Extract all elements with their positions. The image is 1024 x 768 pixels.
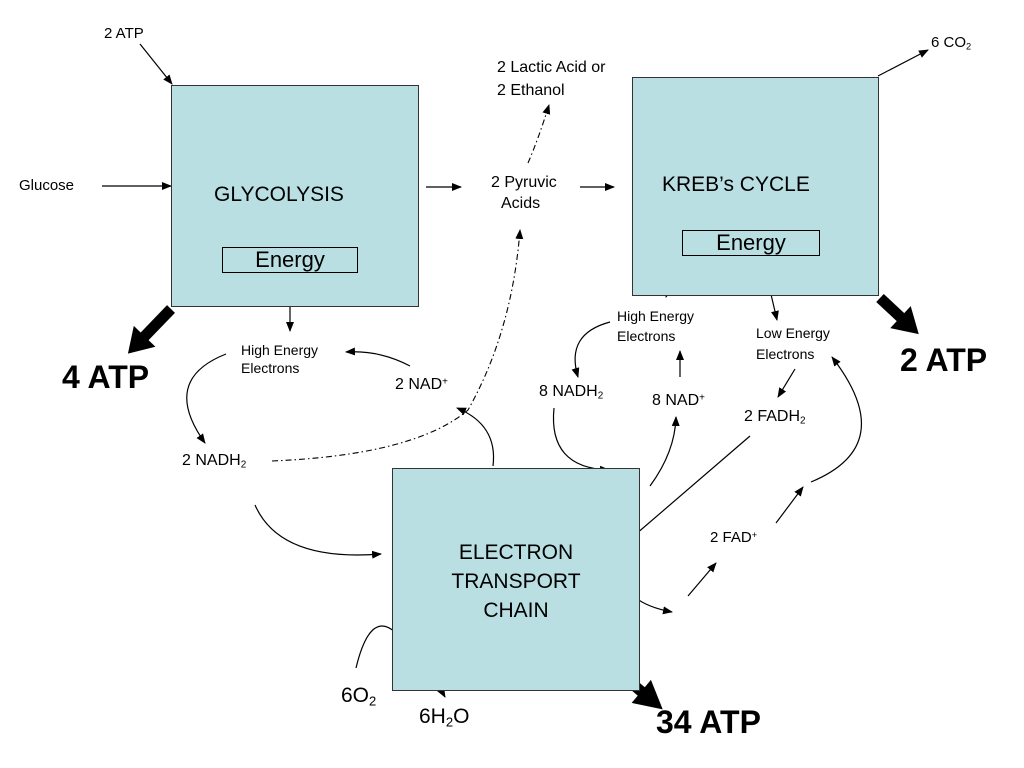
etc-title-line1: ELECTRON <box>458 541 574 564</box>
o2-sub: 2 <box>369 693 377 709</box>
h2o-label: 6H2O <box>419 705 469 729</box>
etc-title-line3: CHAIN <box>483 599 549 622</box>
glycolysis-energy-label: Energy <box>255 247 325 272</box>
kreb-title: KREB’s CYCLE <box>662 173 810 196</box>
co2-label: 6 CO2 <box>931 34 971 51</box>
glycolysis-atp-output: 4 ATP <box>62 359 150 395</box>
arrow-fad-up <box>775 486 804 524</box>
kreb-le-line2: Electrons <box>756 346 815 362</box>
arrow-low-to-fadh <box>777 368 796 398</box>
dashdot-pyruvic-to-lactic <box>527 104 551 164</box>
pyruvic-line2: Acids <box>501 195 541 212</box>
kreb-nad-text: 8 NAD <box>652 392 700 409</box>
arrow-electrons-to-nadh <box>186 353 227 444</box>
glucose-label: Glucose <box>19 177 75 194</box>
kreb-energy-label: Energy <box>716 230 786 255</box>
etc-title: ELECTRON TRANSPORT CHAIN <box>392 538 640 625</box>
arrow-atp-in <box>139 43 173 85</box>
arrow-nadh8-to-etc <box>552 407 610 474</box>
glycolysis-nad-label: 2 NAD+ <box>395 376 448 394</box>
kreb-le-line1: Low Energy <box>756 325 830 341</box>
glycolysis-nadh2-sub: 2 <box>240 459 247 471</box>
arrow-back-to-low <box>810 356 863 483</box>
kreb-he-line2: Electrons <box>617 328 676 344</box>
arrow-nad-to-electrons <box>345 347 411 367</box>
glycolysis-he-line2: Electrons <box>241 360 300 376</box>
co2-sub: 2 <box>966 41 972 52</box>
glycolysis-he-line1: High Energy <box>241 342 319 358</box>
glycolysis-nadh2-label: 2 NADH2 <box>182 452 246 470</box>
kreb-nadh2-label: 8 NADH2 <box>539 383 603 401</box>
kreb-fad-sup: + <box>751 529 758 540</box>
kreb-he-line1: High Energy <box>617 308 695 324</box>
pyruvic-line1: 2 Pyruvic <box>491 174 557 191</box>
lactic-line1: 2 Lactic Acid or <box>497 59 606 76</box>
thick-arrow-kreb-big <box>876 293 919 335</box>
arrow-co2 <box>877 49 929 77</box>
lactic-line2: 2 Ethanol <box>497 82 565 99</box>
kreb-fad-label: 2 FAD+ <box>710 529 757 546</box>
arrow-etc-to-nad8 <box>649 416 680 487</box>
glycolysis-nad-text: 2 NAD <box>395 376 443 393</box>
kreb-high-energy-electrons: High Energy Electrons <box>617 306 694 346</box>
kreb-fadh2-label: 2 FADH2 <box>744 408 806 426</box>
h2o-text2: O <box>453 705 470 728</box>
glycolysis-nadh2-text: 2 NADH <box>182 452 241 469</box>
glycolysis-title: GLYCOLYSIS <box>214 183 344 206</box>
kreb-energy-box: Energy <box>682 230 820 256</box>
h2o-sub: 2 <box>445 714 454 730</box>
arrow-nadh-to-etc <box>254 504 382 559</box>
arrow-to-fad <box>687 562 717 597</box>
o2-text: 6O <box>341 684 370 707</box>
glycolysis-energy-box: Energy <box>222 247 358 273</box>
h2o-text1: 6H <box>419 705 446 728</box>
arrow-fadh-to-etc <box>620 435 751 548</box>
kreb-nad-label: 8 NAD+ <box>652 392 705 410</box>
atp-input-label: 2 ATP <box>104 25 144 42</box>
etc-atp-output: 34 ATP <box>656 704 761 740</box>
co2-text: 6 CO <box>931 34 967 51</box>
dashdot-nadh-to-pyruvic <box>271 229 524 462</box>
kreb-fad-text: 2 FAD <box>710 529 752 546</box>
pyruvic-acids-label: 2 Pyruvic Acids <box>491 172 557 214</box>
arrow-etc-to-nad <box>456 407 495 467</box>
kreb-atp-output: 2 ATP <box>900 342 988 378</box>
etc-title-line2: TRANSPORT <box>451 570 581 593</box>
kreb-low-energy-electrons: Low Energy Electrons <box>756 323 830 365</box>
kreb-fadh2-sub: 2 <box>800 415 806 427</box>
glycolysis-nad-sup: + <box>442 376 448 388</box>
kreb-nadh2-sub: 2 <box>597 390 604 402</box>
kreb-nadh2-text: 8 NADH <box>539 383 598 400</box>
kreb-fadh2-text: 2 FADH <box>744 408 801 425</box>
o2-label: 6O2 <box>341 684 376 708</box>
lactic-acid-label: 2 Lactic Acid or 2 Ethanol <box>497 56 606 102</box>
arrow-high-to-nadh <box>571 321 611 378</box>
etc-box <box>392 468 640 691</box>
glycolysis-high-energy-electrons: High Energy Electrons <box>241 341 318 377</box>
thick-arrow-glyco-big <box>127 305 175 354</box>
kreb-nad-sup: + <box>699 392 705 404</box>
kreb-box <box>632 77 879 296</box>
